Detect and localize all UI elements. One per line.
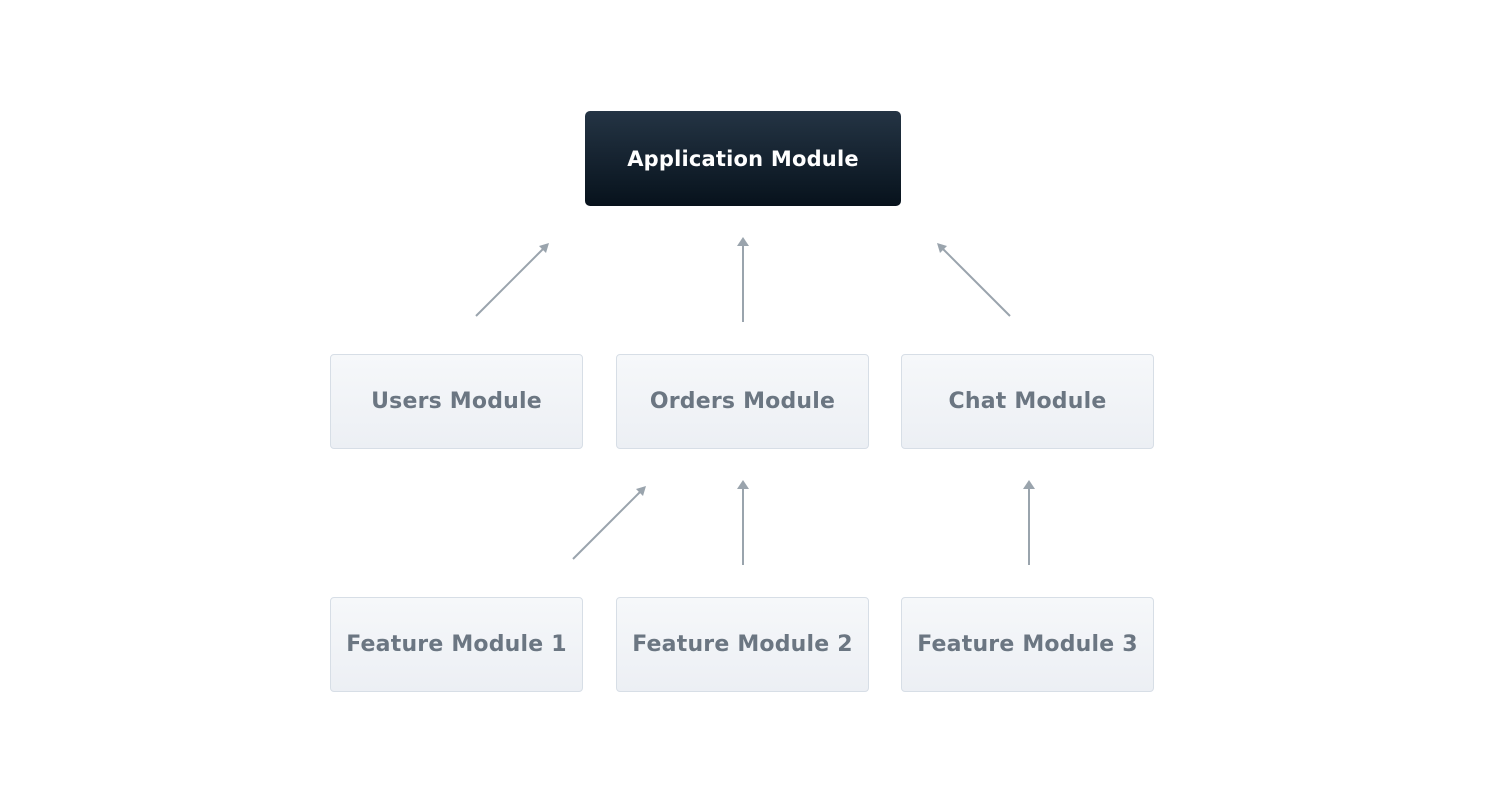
edge-feature1-to-orders bbox=[572, 486, 646, 560]
orders-module-node: Orders Module bbox=[616, 354, 869, 449]
users-module-node: Users Module bbox=[330, 354, 583, 449]
orders-module-label: Orders Module bbox=[649, 389, 836, 414]
chat-module-label: Chat Module bbox=[948, 389, 1107, 414]
chat-module-node: Chat Module bbox=[901, 354, 1154, 449]
application-module-label: Application Module bbox=[627, 146, 859, 171]
feature-module-1-label: Feature Module 1 bbox=[346, 632, 567, 657]
feature-module-2-label: Feature Module 2 bbox=[632, 632, 853, 657]
feature-module-3-node: Feature Module 3 bbox=[901, 597, 1154, 692]
feature-module-3-label: Feature Module 3 bbox=[917, 632, 1138, 657]
feature-module-1-node: Feature Module 1 bbox=[330, 597, 583, 692]
edge-feature2-to-orders bbox=[737, 480, 749, 565]
edge-orders-to-application bbox=[737, 237, 749, 322]
users-module-label: Users Module bbox=[371, 389, 542, 414]
application-module-node: Application Module bbox=[585, 111, 901, 206]
edge-feature3-to-chat bbox=[1023, 480, 1035, 565]
edge-chat-to-application bbox=[937, 243, 1011, 317]
edge-users-to-application bbox=[475, 243, 549, 317]
feature-module-2-node: Feature Module 2 bbox=[616, 597, 869, 692]
